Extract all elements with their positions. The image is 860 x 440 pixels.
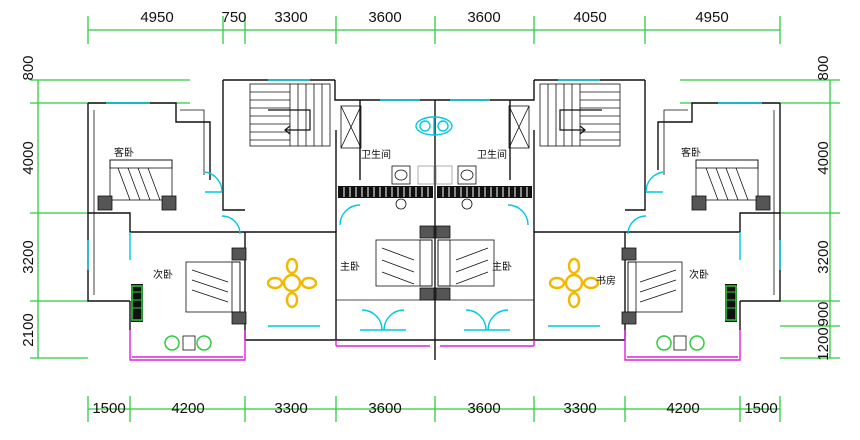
bed-master-left — [375, 225, 435, 301]
bed-second-left — [185, 247, 247, 325]
bath-left-fixtures — [338, 105, 435, 210]
dim-left-1: 800 — [20, 55, 37, 80]
room-label-master-right: 主卧 — [492, 260, 512, 273]
table-set-right — [548, 257, 600, 309]
bed-master-right — [435, 225, 495, 301]
dim-right-5: 1200 — [815, 327, 832, 360]
room-label-second-right: 次卧 — [689, 268, 709, 281]
inner-lines — [93, 109, 775, 301]
room-label-guest-left: 客卧 — [114, 146, 134, 159]
wardrobe-left — [131, 284, 143, 322]
bed-second-right — [621, 247, 683, 325]
room-label-study: 书房 — [596, 274, 616, 287]
room-label-bath-left: 卫生间 — [361, 148, 391, 161]
bed-guest-left — [97, 159, 177, 211]
dim-top-5: 3600 — [467, 9, 500, 26]
dim-left-3: 3200 — [20, 240, 37, 273]
dim-top-4: 3600 — [368, 9, 401, 26]
dim-right-3: 3200 — [815, 240, 832, 273]
dim-top-7: 4950 — [695, 9, 728, 26]
dim-top-6: 4050 — [573, 9, 606, 26]
dim-bottom-8: 1500 — [744, 400, 777, 417]
dim-left-2: 4000 — [20, 141, 37, 174]
dim-bottom-6: 3300 — [563, 400, 596, 417]
table-set-left — [266, 257, 318, 309]
washbasin-cyan — [415, 116, 453, 136]
dim-top-2: 750 — [221, 9, 246, 26]
room-label-bath-right: 卫生间 — [477, 148, 507, 161]
room-label-master-left: 主卧 — [340, 260, 360, 273]
dim-bottom-1: 1500 — [92, 400, 125, 417]
balcony-left — [129, 330, 246, 361]
stair-left — [249, 83, 331, 147]
wardrobe-right — [725, 284, 737, 322]
windows-doors — [87, 79, 781, 331]
dim-right-4: 900 — [815, 301, 832, 326]
magenta-edges — [335, 340, 535, 347]
balcony-right — [624, 330, 741, 361]
dim-top-1: 4950 — [140, 9, 173, 26]
bed-guest-right — [691, 159, 771, 211]
bath-right-fixtures — [435, 105, 532, 210]
dim-bottom-7: 4200 — [666, 400, 699, 417]
dim-bottom-3: 3300 — [274, 400, 307, 417]
stair-right — [539, 83, 621, 147]
room-label-second-left: 次卧 — [153, 268, 173, 281]
dim-bottom-4: 3600 — [368, 400, 401, 417]
dim-top-3: 3300 — [274, 9, 307, 26]
dim-bottom-2: 4200 — [171, 400, 204, 417]
dim-left-4: 2100 — [20, 313, 37, 346]
dim-bottom-5: 3600 — [467, 400, 500, 417]
dim-right-2: 4000 — [815, 141, 832, 174]
room-label-guest-right: 客卧 — [681, 146, 701, 159]
dim-right-1: 800 — [815, 55, 832, 80]
